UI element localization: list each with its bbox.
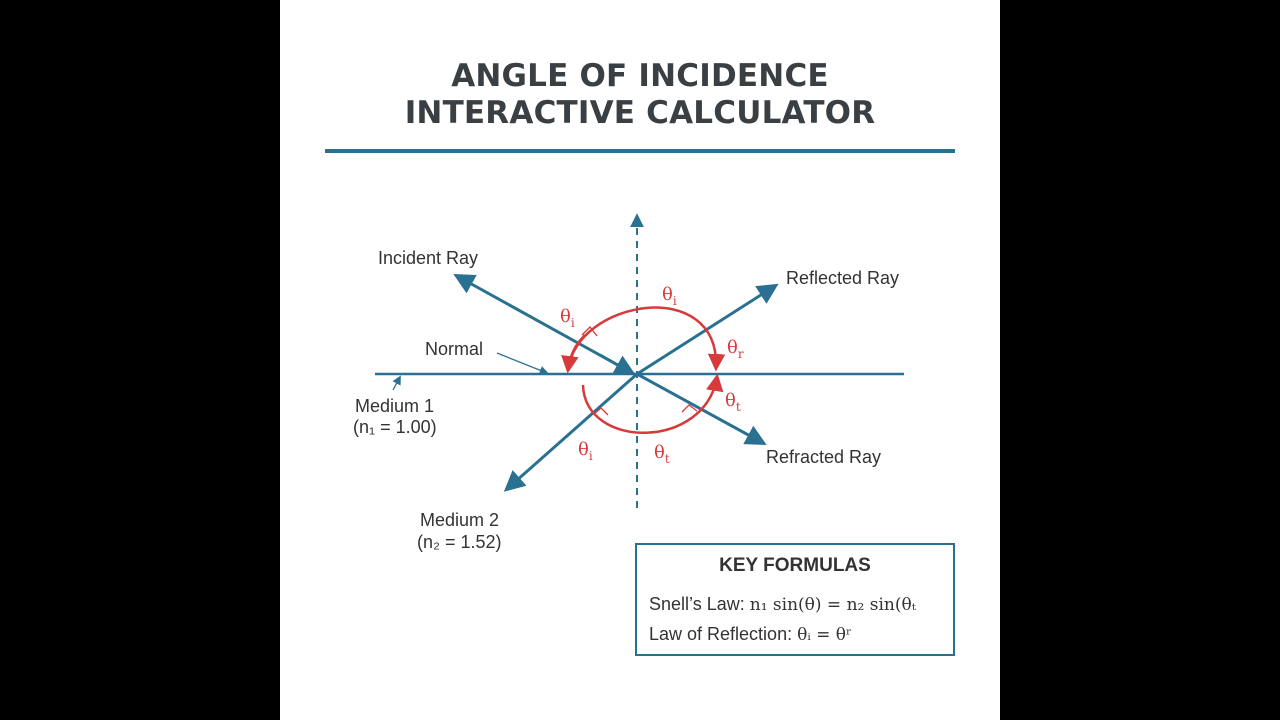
right-angle-mark-1 (581, 326, 598, 337)
angle-label-theta-t-bottom: θt (654, 442, 670, 466)
normal-label-leader (496, 352, 549, 375)
medium1-name-label: Medium 1 (355, 396, 434, 416)
medium1-index-label: (n₁ = 1.00) (353, 417, 437, 437)
incident-ray-arrow (599, 353, 636, 376)
right-angle-mark-2 (593, 407, 609, 416)
angle-label-theta-r: θr (727, 337, 744, 361)
reflection-law-expression: θᵢ = θʳ (797, 625, 852, 645)
title-divider (325, 149, 955, 153)
angle-label-theta-i-upper-left: θi (560, 306, 575, 330)
right-angle-mark-3 (681, 404, 698, 413)
snells-law-label: Snell’s Law: (649, 594, 745, 614)
snells-law-formula: Snell’s Law: n₁ sin(θ) = n₂ sin(θₜ (649, 594, 916, 615)
medium2-name-label: Medium 2 (420, 510, 499, 530)
angle-label-theta-i-top: θi (662, 284, 677, 308)
refracted-ray (636, 372, 767, 446)
key-formulas-heading: KEY FORMULAS (719, 555, 871, 576)
refracted-ray-label: Refracted Ray (766, 447, 881, 467)
angle-arc-lower (581, 373, 724, 434)
medium2-index-label: (n₂ = 1.52) (417, 532, 502, 552)
key-formulas-box: KEY FORMULAS Snell’s Law: n₁ sin(θ) = n₂… (635, 543, 955, 656)
lower-left-ray (503, 372, 638, 492)
angle-label-theta-i-lower-left: θi (578, 439, 593, 463)
reflection-law-label: Law of Reflection: (649, 624, 793, 644)
incident-ray-label: Incident Ray (378, 248, 478, 268)
snells-law-expression: n₁ sin(θ) = n₂ sin(θₜ (749, 595, 916, 615)
angle-arc-incident-end (561, 334, 586, 374)
medium1-label-leader (392, 375, 401, 391)
normal-label: Normal (425, 339, 483, 359)
page-title-line-2: INTERACTIVE CALCULATOR (404, 95, 876, 131)
reflection-law-formula: Law of Reflection: θᵢ = θʳ (649, 624, 852, 645)
angle-label-theta-t-right: θt (725, 390, 741, 414)
page-title-line-1: ANGLE OF INCIDENCE (451, 58, 829, 94)
page-title: ANGLE OF INCIDENCE INTERACTIVE CALCULATO… (280, 58, 1000, 132)
reflected-ray-label: Reflected Ray (786, 268, 899, 288)
